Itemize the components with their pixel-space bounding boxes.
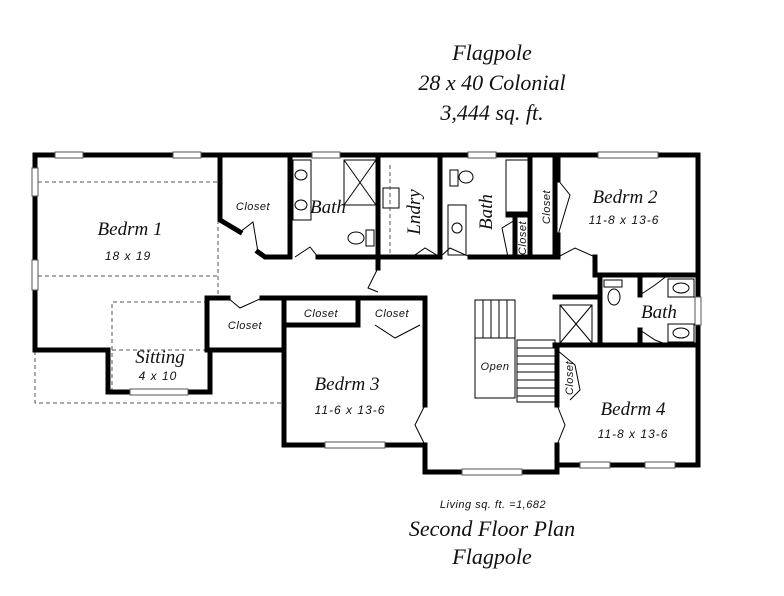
staircase <box>474 299 556 403</box>
room-label-closet: Closet <box>564 360 576 395</box>
open-to-below-label: Open <box>481 361 510 373</box>
plan-title: Second Floor Plan <box>409 516 575 541</box>
room-label-sitting: Sitting <box>135 347 185 368</box>
total-area-heading: 3,444 sq. ft. <box>439 100 543 125</box>
room-dims-sitting: 4 x 10 <box>139 369 178 383</box>
room-label-closet: Closet <box>541 189 553 224</box>
plan-name-heading: Flagpole <box>451 40 532 65</box>
room-label-closet: Closet <box>517 220 529 255</box>
door-swings <box>227 179 669 446</box>
room-dims-bedrm1: 18 x 19 <box>105 249 151 263</box>
windows <box>31 151 702 476</box>
ceiling-lines <box>38 181 219 392</box>
room-label-closet: Closet <box>304 308 339 320</box>
room-dims-bedrm2: 11-8 x 13-6 <box>589 213 660 227</box>
room-label-hall-bath: Bath <box>476 194 497 230</box>
room-label-bedrm2: Bedrm 2 <box>593 187 658 208</box>
plan-subtitle: Flagpole <box>451 544 532 569</box>
room-label-closet: Closet <box>236 201 271 213</box>
room-dims-bedrm4: 11-8 x 13-6 <box>598 427 669 441</box>
room-dims-bedrm3: 11-6 x 13-6 <box>315 403 386 417</box>
interior-walls <box>204 152 701 468</box>
room-label-bedrm3: Bedrm 3 <box>315 374 380 395</box>
room-label-bedrm1: Bedrm 1 <box>98 219 163 240</box>
room-label-closet: Closet <box>375 308 410 320</box>
room-label-closet: Closet <box>228 320 263 332</box>
room-label-master-bath: Bath <box>310 197 346 218</box>
fixtures <box>292 159 695 344</box>
room-label-right-bath: Bath <box>641 302 677 323</box>
house-style-heading: 28 x 40 Colonial <box>418 70 565 95</box>
room-label-laundry: Lndry <box>404 189 425 236</box>
living-area-note: Living sq. ft. =1,682 <box>440 499 546 511</box>
room-label-bedrm4: Bedrm 4 <box>601 399 666 420</box>
